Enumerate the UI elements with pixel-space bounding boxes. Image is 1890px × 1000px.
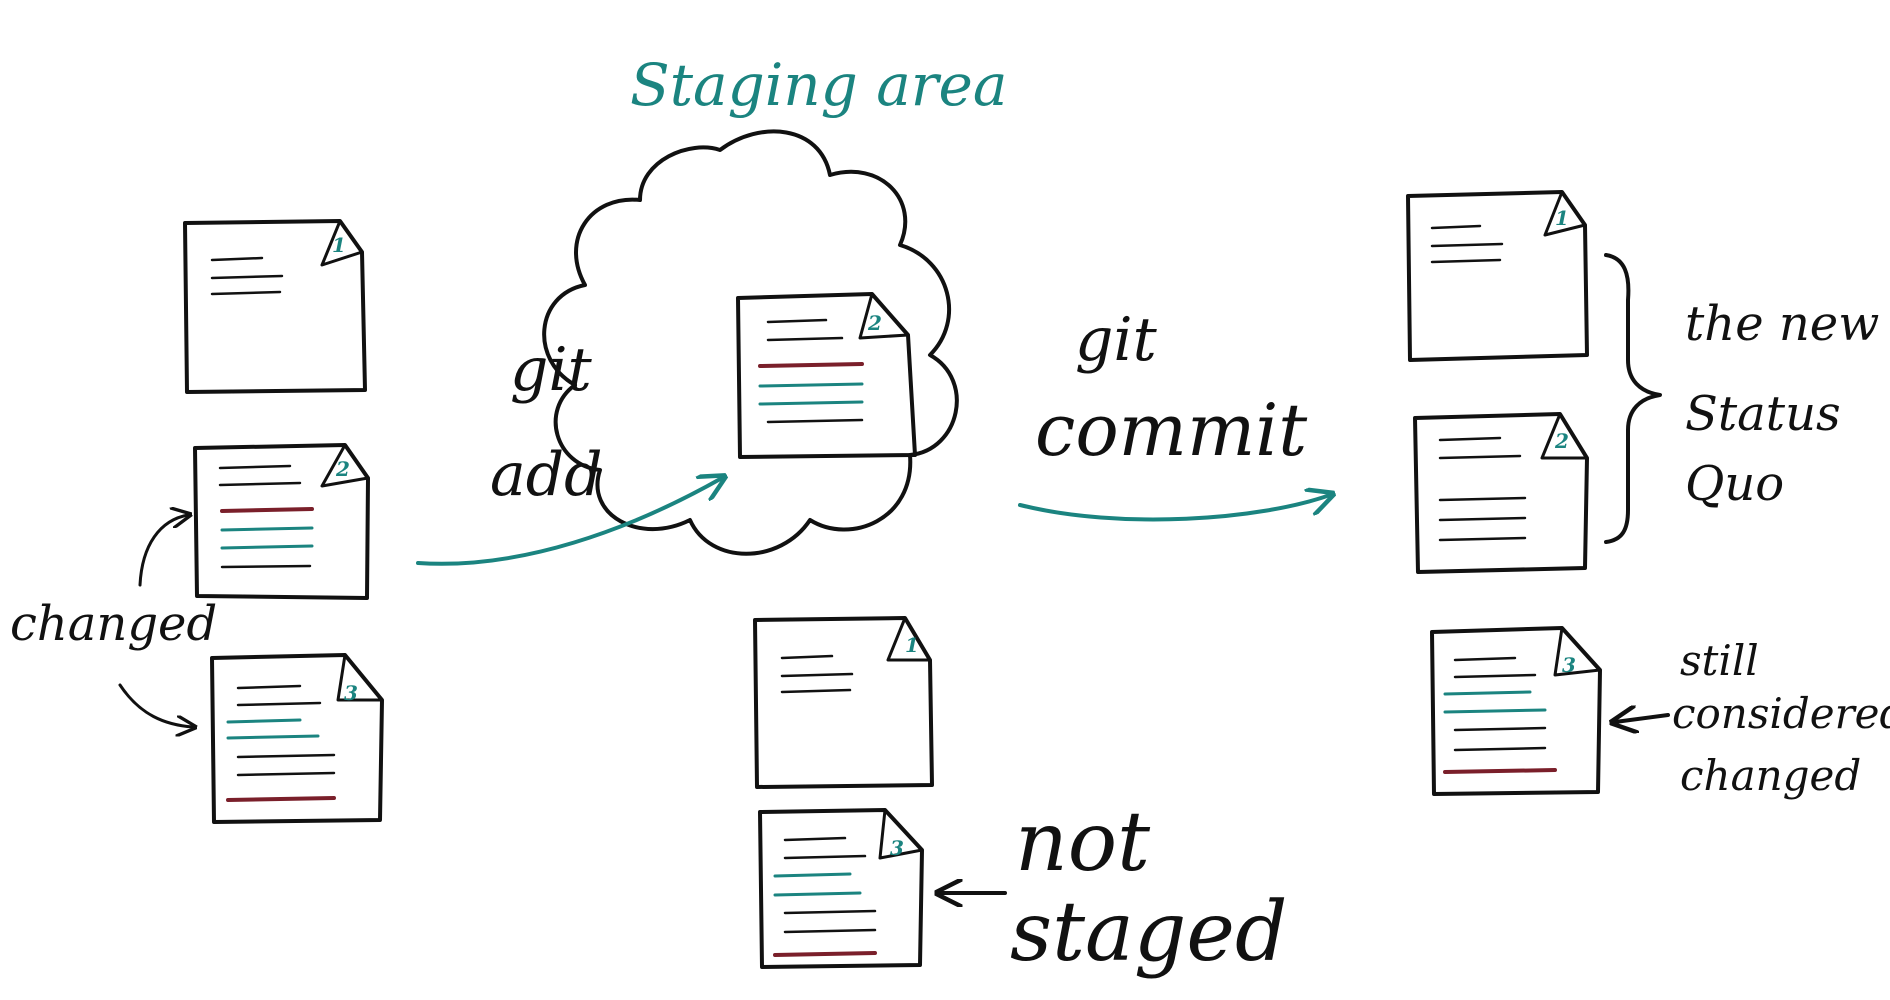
status-quo-line2: Status	[1685, 386, 1841, 442]
committed-file-1: 1	[1406, 190, 1589, 362]
status-quo-line3: Quo	[1685, 456, 1784, 512]
not-staged-word-not: not	[1015, 795, 1151, 890]
file-number-label: 1	[332, 233, 346, 257]
file-number-label: 3	[344, 681, 358, 705]
not-staged-word-staged: staged	[1010, 885, 1287, 980]
arrow-to-file-2	[138, 515, 188, 587]
status-quo-brace	[1604, 253, 1662, 544]
working-file-3: 3	[210, 653, 384, 824]
still-changed-line3: changed	[1680, 751, 1861, 800]
changed-label: changed	[10, 596, 217, 652]
unstaged-file-3: 3	[758, 808, 924, 969]
git-add-word-add: add	[490, 440, 603, 510]
arrow-to-file-3	[118, 683, 193, 727]
file-number-label: 2	[335, 457, 350, 481]
git-commit-arrow	[1018, 495, 1330, 522]
file-number-label: 2	[1554, 429, 1569, 453]
staged-file-2: 2	[736, 292, 917, 459]
staging-area-title: Staging area	[630, 51, 1007, 119]
unstaged-file-1: 1	[753, 616, 934, 789]
file-number-label: 3	[1562, 653, 1576, 677]
git-commit-word-git: git	[1075, 305, 1158, 375]
git-add-word-git: git	[510, 335, 593, 405]
git-commit-word-commit: commit	[1035, 388, 1308, 472]
status-quo-line1: the new	[1685, 296, 1879, 352]
committed-file-2: 2	[1413, 412, 1589, 574]
working-file-2: 2	[193, 443, 370, 600]
working-file-1: 1	[183, 219, 367, 394]
committed-file-3: 3	[1430, 626, 1602, 796]
git-add-arrow	[416, 478, 722, 566]
file-number-label: 2	[867, 311, 882, 335]
staging-area-cloud	[542, 129, 959, 556]
file-number-label: 3	[890, 836, 904, 860]
still-changed-line1: still	[1680, 636, 1759, 685]
file-number-label: 1	[905, 633, 919, 657]
still-changed-arrow	[1615, 715, 1670, 722]
still-changed-line2: considered	[1672, 689, 1890, 738]
file-number-label: 1	[1555, 206, 1569, 230]
